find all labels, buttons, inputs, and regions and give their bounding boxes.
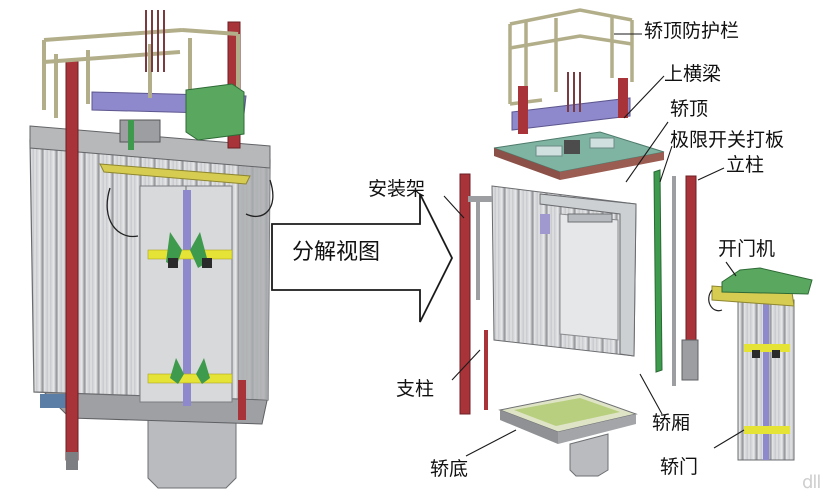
assembled-cabin-side bbox=[240, 158, 270, 400]
assembled-car bbox=[29, 10, 274, 489]
exploded-view-arrow bbox=[271, 193, 454, 323]
label-upper-beam: 上横梁 bbox=[664, 63, 722, 85]
label-upright: 立柱 bbox=[726, 154, 765, 176]
label-car-cabin: 轿厢 bbox=[652, 412, 691, 434]
label-car-top: 轿顶 bbox=[670, 98, 709, 120]
label-mounting-frame: 安装架 bbox=[368, 178, 426, 200]
part-upper-beam bbox=[511, 72, 631, 134]
assembled-door-rod bbox=[183, 190, 191, 406]
part-car-cabin bbox=[491, 185, 637, 357]
part-mounting-frame bbox=[459, 173, 492, 415]
assembled-door-header bbox=[99, 163, 251, 185]
part-car-top bbox=[493, 131, 665, 180]
part-car-door-assembly bbox=[708, 267, 813, 461]
part-car-floor bbox=[498, 393, 638, 477]
assembled-top-header bbox=[29, 125, 271, 169]
label-door-operator: 开门机 bbox=[718, 238, 776, 260]
assembled-door-operator-box bbox=[185, 83, 245, 141]
leader-lines bbox=[443, 33, 745, 457]
part-car-top-guard bbox=[508, 8, 634, 106]
part-support-post bbox=[484, 330, 488, 410]
assembled-upright-left bbox=[65, 59, 79, 461]
label-support-post: 支柱 bbox=[396, 378, 435, 400]
exploded-view-label: 分解视图 bbox=[292, 240, 381, 265]
door-band-upper bbox=[147, 249, 233, 260]
label-car-floor: 轿底 bbox=[430, 458, 469, 480]
part-limit-switch-plate bbox=[653, 169, 663, 373]
assembled-apron bbox=[147, 419, 237, 489]
door-band-lower bbox=[147, 373, 233, 384]
label-limit-switch-plate: 极限开关打板 bbox=[670, 129, 785, 151]
part-upright bbox=[672, 175, 699, 386]
label-car-door: 轿门 bbox=[660, 456, 699, 478]
watermark: dll bbox=[802, 472, 821, 493]
label-car-top-guard: 轿顶防护栏 bbox=[644, 20, 740, 42]
